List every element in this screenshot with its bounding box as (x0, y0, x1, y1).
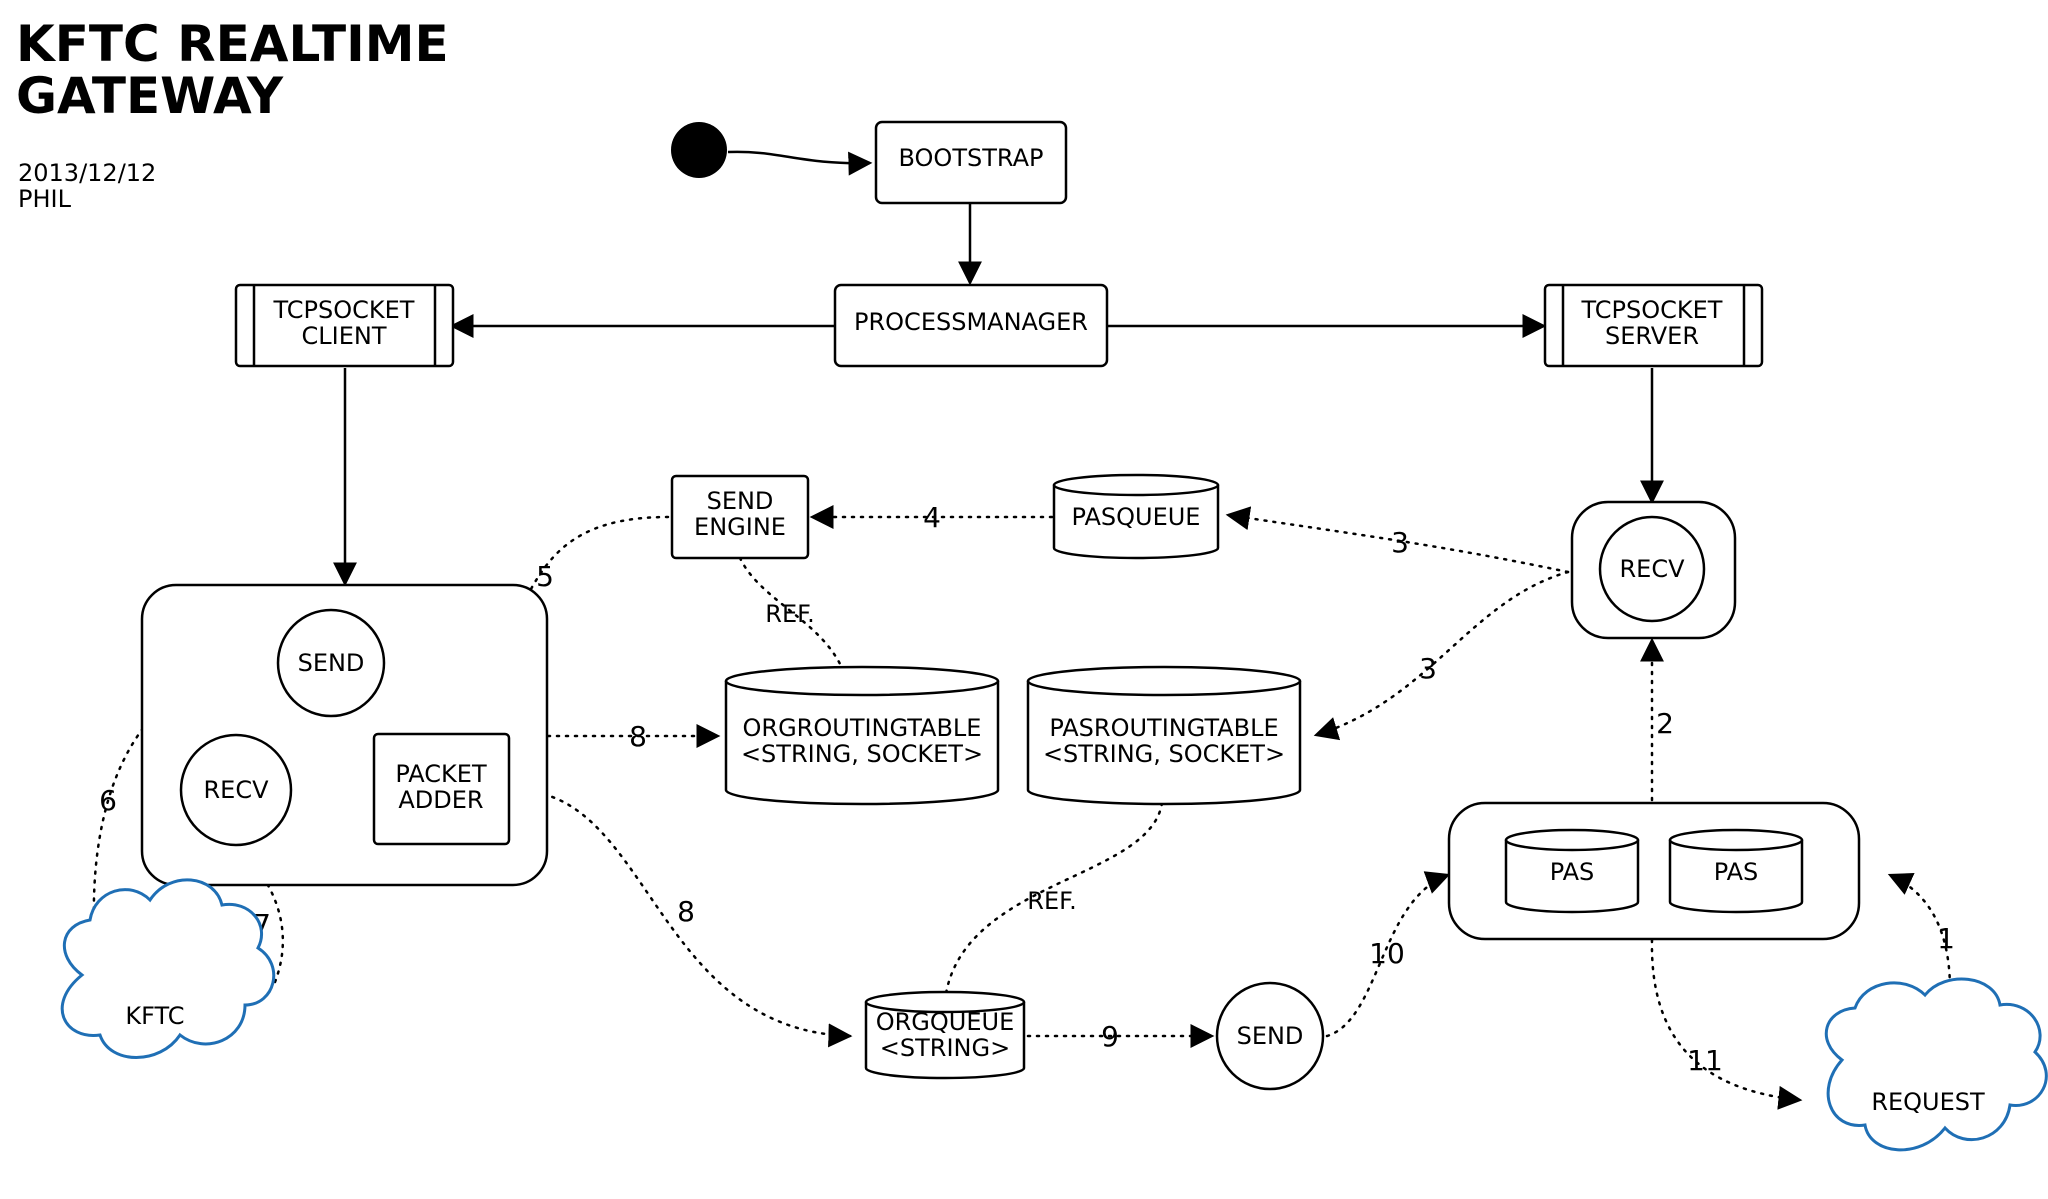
pasroutingtable-node: PASROUTINGTABLE <STRING, SOCKET> (1026, 665, 1302, 806)
solid-edges (333, 150, 1664, 587)
bootstrap-label: BOOTSTRAP (899, 144, 1044, 172)
processmanager-node: PROCESSMANAGER (833, 283, 1109, 368)
send-bottom-label: SEND (1237, 1022, 1304, 1050)
title-line-2: GATEWAY (16, 67, 284, 125)
edge-label-6: 6 (99, 784, 117, 817)
kftc-cloud-node: KFTC (60, 878, 276, 1059)
pasqueue-node: PASQUEUE (1052, 473, 1220, 560)
client-recv-label: RECV (203, 776, 269, 804)
edge-label-ref-2: REF. (1027, 887, 1076, 915)
diagram-title: KFTC REALTIME GATEWAY (16, 18, 449, 122)
edge-label-11: 11 (1687, 1044, 1723, 1077)
tcpsocket-client-label-2: CLIENT (302, 322, 387, 350)
edge-label-8a: 8 (629, 720, 647, 753)
edge-label-4: 4 (923, 501, 941, 534)
edge-label-2: 2 (1656, 707, 1674, 740)
tcpsocket-server-label-2: SERVER (1605, 322, 1699, 350)
request-label: REQUEST (1871, 1088, 1985, 1116)
request-cloud-node: REQUEST (1824, 977, 2048, 1152)
kftc-label: KFTC (125, 1002, 184, 1030)
orgroutingtable-label-2: <STRING, SOCKET> (741, 740, 983, 768)
edge-10 (1325, 871, 1451, 1038)
pasroutingtable-label-2: <STRING, SOCKET> (1043, 740, 1285, 768)
pas-2-label: PAS (1714, 858, 1759, 886)
recv-server-container: RECV (1570, 500, 1737, 640)
edge-labels: 1 2 3 3 4 5 6 7 8 8 9 10 11 REF. REF. (99, 501, 1955, 1077)
orgqueue-node: ORGQUEUE <STRING> (864, 990, 1026, 1080)
recv-server-label: RECV (1619, 555, 1685, 583)
edge-label-10: 10 (1369, 937, 1405, 970)
pasqueue-label: PASQUEUE (1072, 503, 1201, 531)
edge-start-bootstrap (727, 150, 873, 176)
edge-ref-2 (943, 801, 1164, 1002)
edge-11 (1650, 938, 1803, 1110)
send-engine-label-1: SEND (707, 487, 774, 515)
tcpsocket-server-node: TCPSOCKET SERVER (1543, 283, 1764, 368)
send-engine-label-2: ENGINE (694, 513, 786, 541)
pasroutingtable-label-1: PASROUTINGTABLE (1049, 714, 1278, 742)
client-worker-box: SEND RECV PACKET ADDER (140, 583, 549, 887)
edge-label-1: 1 (1937, 922, 1955, 955)
diagram-author: PHIL (18, 185, 71, 213)
diagram-date: 2013/12/12 (18, 159, 157, 187)
orgroutingtable-node: ORGROUTINGTABLE <STRING, SOCKET> (724, 665, 1000, 806)
bootstrap-node: BOOTSTRAP (874, 120, 1068, 205)
edge-ref-1 (738, 556, 844, 670)
dotted-edges (81, 505, 1952, 1110)
send-bottom-node: SEND (1215, 981, 1325, 1091)
tcpsocket-server-label-1: TCPSOCKET (1581, 296, 1723, 324)
orgroutingtable-label-1: ORGROUTINGTABLE (743, 714, 982, 742)
edge-3b (1313, 570, 1570, 741)
edge-8b (506, 789, 853, 1048)
start-node (671, 122, 727, 178)
pas-container: PAS PAS (1447, 801, 1861, 941)
tcpsocket-client-label-1: TCPSOCKET (273, 296, 415, 324)
send-engine-node: SEND ENGINE (670, 474, 810, 560)
edge-label-ref-1: REF. (765, 600, 814, 628)
client-send-label: SEND (298, 649, 365, 677)
diagram-meta: 2013/12/12 PHIL (18, 160, 156, 212)
packet-adder-label-1: PACKET (395, 760, 487, 788)
edge-label-9: 9 (1101, 1020, 1119, 1053)
edge-label-8b: 8 (677, 895, 695, 928)
edge-3a (1225, 506, 1570, 574)
pas-1-label: PAS (1550, 858, 1595, 886)
orgqueue-label-1: ORGQUEUE (876, 1008, 1015, 1036)
edge-label-3a: 3 (1391, 526, 1409, 559)
processmanager-label: PROCESSMANAGER (854, 308, 1088, 336)
title-line-1: KFTC REALTIME (16, 15, 449, 73)
edge-label-5: 5 (536, 560, 554, 593)
orgqueue-label-2: <STRING> (880, 1034, 1010, 1062)
edge-label-3b: 3 (1419, 652, 1437, 685)
packet-adder-label-2: ADDER (398, 786, 483, 814)
tcpsocket-client-node: TCPSOCKET CLIENT (234, 283, 455, 368)
